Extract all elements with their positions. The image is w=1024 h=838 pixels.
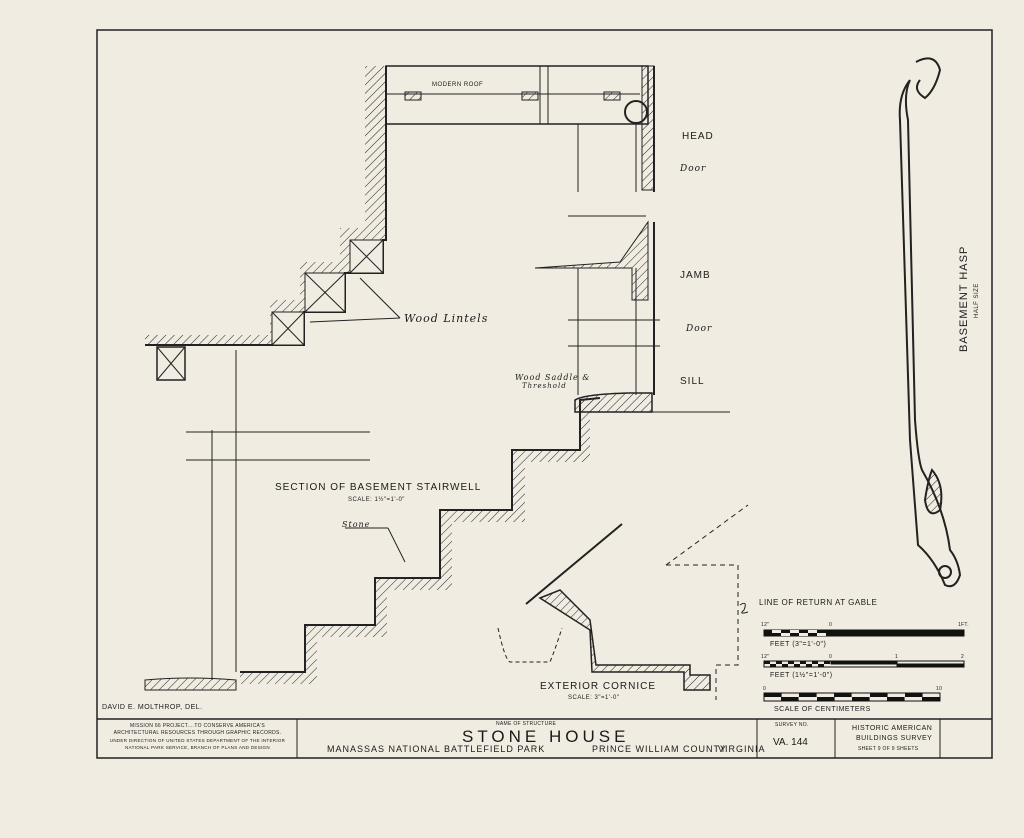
sheet-border [96,29,993,759]
roof-detail [385,65,730,413]
state-name: VIRGINIA [718,744,766,754]
scale3-end: 10 [936,686,943,692]
basement-hasp-drawing [898,57,962,588]
habs-line1: HISTORIC AMERICAN [852,725,933,732]
cornice-title: EXTERIOR CORNICE [540,681,657,692]
delineator: DAVID E. MOLTHROP, DEL. [102,704,203,711]
stone-label: Stone [342,520,371,529]
scale2-mid2: 1 [895,654,899,660]
hasp-scale: HALF SIZE [974,283,980,318]
door-label-top: Door [680,164,707,174]
structure-name: STONE HOUSE [462,727,630,746]
sheet-number: SHEET 9 OF 9 SHEETS [858,746,919,752]
graphic-scales [763,629,965,702]
modern-roof-label: MODERN ROOF [432,82,484,88]
section-title: SECTION OF BASEMENT STAIRWELL [275,482,482,493]
line-of-return-label: LINE OF RETURN AT GABLE [759,598,878,607]
project-line: NATIONAL PARK SERVICE, BRANCH OF PLANS A… [125,745,270,750]
jamb-label: JAMB [680,270,711,281]
exterior-cornice-detail [497,504,749,700]
county-name: PRINCE WILLIAM COUNTY [592,744,728,754]
sill-label: SILL [680,376,705,387]
scale1-label: FEET (3"=1'-0") [770,641,827,648]
project-line: UNDER DIRECTION OF UNITED STATES DEPARTM… [109,738,286,743]
lower-stair-section [144,397,601,691]
project-line: ARCHITECTURAL RESOURCES THROUGH GRAPHIC … [113,730,282,736]
scale1-start: 12" [761,622,770,628]
habs-line2: BUILDINGS SURVEY [856,735,933,742]
scale3-label: SCALE OF CENTIMETERS [774,706,871,713]
scale2-mid: 0 [829,654,833,660]
scale2-end: 2 [961,654,965,660]
head-label: HEAD [682,131,714,142]
project-line: MISSION 66 PROJECT....TO CONSERVE AMERIC… [129,723,266,729]
scale1-end: 1FT. [958,622,969,628]
wood-lintels-label: Wood Lintels [404,312,489,325]
door-label-mid: Door [686,324,713,334]
section-scale: SCALE: 1½"=1'-0" [348,497,405,503]
project-statement: MISSION 66 PROJECT....TO CONSERVE AMERIC… [100,723,295,751]
cornice-scale: SCALE: 3"=1'-0" [568,695,620,701]
scale2-start: 12" [761,654,770,660]
name-caption: NAME OF STRUCTURE [496,721,557,727]
park-name: MANASSAS NATIONAL BATTLEFIELD PARK [327,744,546,754]
upper-stair-section [145,66,401,680]
survey-caption: SURVEY NO. [775,722,809,728]
threshold-label: Threshold [522,382,567,390]
hasp-title: BASEMENT HASP [958,245,970,352]
title-block-lines [97,718,992,758]
scale3-start: 0 [763,686,767,692]
survey-number: VA. 144 [773,737,808,748]
wood-saddle-label: Wood Saddle & [515,373,591,382]
scale1-mid: 0 [829,622,833,628]
scale2-label: FEET (1½"=1'-0") [770,672,833,679]
